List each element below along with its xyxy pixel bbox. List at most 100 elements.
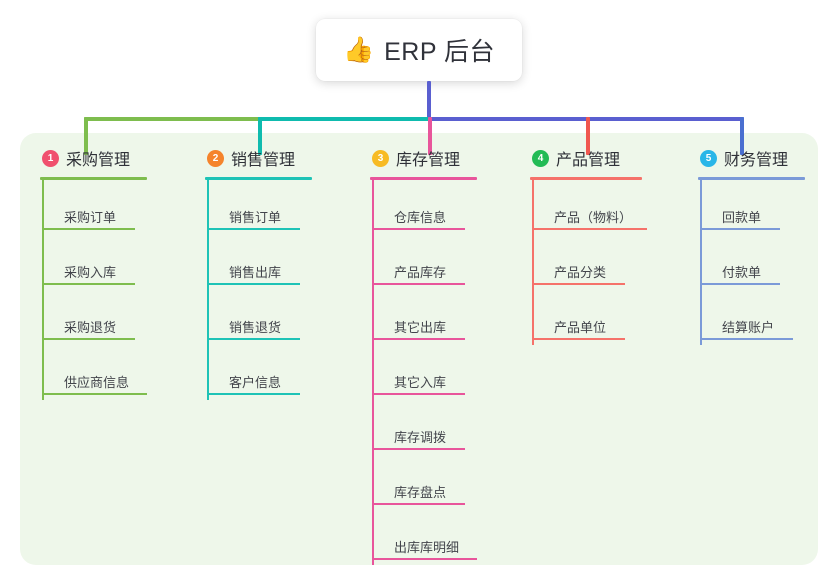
leaf-item-label: 回款单 xyxy=(722,210,762,225)
leaf-item[interactable]: 产品单位 xyxy=(530,290,642,345)
branch-spine xyxy=(700,180,702,345)
leaf-item[interactable]: 结算账户 xyxy=(698,290,805,345)
leaf-item-underline xyxy=(372,558,477,560)
branch-number-badge: 4 xyxy=(532,149,549,167)
branch-header-4[interactable]: 4 产品管理 xyxy=(530,146,642,170)
branches-panel xyxy=(20,133,818,565)
branch-underline xyxy=(205,177,312,180)
connector-drop-3 xyxy=(428,117,432,155)
branch-header-5[interactable]: 5 财务管理 xyxy=(698,146,805,170)
leaf-item-underline xyxy=(532,338,625,340)
leaf-item[interactable]: 出库库明细 xyxy=(370,510,477,565)
branch-title: 销售管理 xyxy=(231,152,296,169)
leaf-item-underline xyxy=(207,393,300,395)
leaf-item[interactable]: 库存调拨 xyxy=(370,400,477,455)
leaf-item-underline xyxy=(700,228,780,230)
leaf-item[interactable]: 其它入库 xyxy=(370,345,477,400)
root-title: ERP 后台 xyxy=(384,38,496,66)
leaf-item-underline xyxy=(372,393,465,395)
leaf-item-underline xyxy=(207,283,300,285)
leaf-item-label: 库存调拨 xyxy=(394,430,447,445)
branch-number-badge: 3 xyxy=(372,149,389,167)
branch-underline xyxy=(370,177,477,180)
connector-bus-teal xyxy=(258,117,430,121)
branch-number-badge: 5 xyxy=(700,149,717,167)
leaf-item[interactable]: 销售出库 xyxy=(205,235,312,290)
leaf-item-underline xyxy=(532,283,625,285)
leaf-item-label: 客户信息 xyxy=(229,375,282,390)
branch-spine xyxy=(207,180,209,400)
branch-underline xyxy=(698,177,805,180)
branch-column-5: 5 财务管理 回款单付款单结算账户 xyxy=(698,146,805,345)
branch-title: 库存管理 xyxy=(396,152,461,169)
branch-items-4: 产品（物料） 产品分类产品单位 xyxy=(530,180,647,345)
leaf-item[interactable]: 产品分类 xyxy=(530,235,642,290)
leaf-item-underline xyxy=(372,448,465,450)
leaf-item-underline xyxy=(207,228,300,230)
leaf-item[interactable]: 销售退货 xyxy=(205,290,312,345)
leaf-item-underline xyxy=(42,393,147,395)
leaf-item-label: 结算账户 xyxy=(722,320,775,335)
leaf-item[interactable]: 库存盘点 xyxy=(370,455,477,510)
branch-column-2: 2 销售管理 销售订单销售出库销售退货客户信息 xyxy=(205,146,312,400)
leaf-item-label: 仓库信息 xyxy=(394,210,447,225)
leaf-item-label: 采购退货 xyxy=(64,320,117,335)
connector-bus-green xyxy=(84,117,260,121)
branch-title: 采购管理 xyxy=(66,152,131,169)
leaf-item-underline xyxy=(700,283,780,285)
leaf-item[interactable]: 客户信息 xyxy=(205,345,312,400)
leaf-item[interactable]: 供应商信息 xyxy=(40,345,147,400)
leaf-item-underline xyxy=(372,283,465,285)
root-node[interactable]: 👍 ERP 后台 xyxy=(316,19,522,81)
leaf-item-label: 供应商信息 xyxy=(64,375,130,390)
leaf-item[interactable]: 回款单 xyxy=(698,180,805,235)
branch-number-badge: 2 xyxy=(207,149,224,167)
branch-number-badge: 1 xyxy=(42,149,59,167)
leaf-item-underline xyxy=(42,283,135,285)
branch-underline xyxy=(530,177,642,180)
branch-spine xyxy=(532,180,534,345)
leaf-item[interactable]: 采购订单 xyxy=(40,180,147,235)
connector-drop-2 xyxy=(258,117,262,155)
branch-items-3: 仓库信息产品库存其它出库其它入库库存调拨库存盘点出库库明细 xyxy=(370,180,477,565)
branch-column-4: 4 产品管理 产品（物料） 产品分类产品单位 xyxy=(530,146,647,345)
leaf-item[interactable]: 产品（物料） xyxy=(530,180,647,235)
branch-title: 财务管理 xyxy=(724,152,789,169)
connector-drop-4 xyxy=(586,117,590,155)
leaf-item-label: 销售出库 xyxy=(229,265,282,280)
branch-header-1[interactable]: 1 采购管理 xyxy=(40,146,147,170)
leaf-item-underline xyxy=(372,338,465,340)
branch-items-1: 采购订单采购入库采购退货供应商信息 xyxy=(40,180,147,400)
leaf-item-label: 销售订单 xyxy=(229,210,282,225)
branch-column-1: 1 采购管理 采购订单采购入库采购退货供应商信息 xyxy=(40,146,147,400)
leaf-item[interactable]: 仓库信息 xyxy=(370,180,477,235)
leaf-item[interactable]: 采购退货 xyxy=(40,290,147,345)
leaf-item-underline xyxy=(700,338,793,340)
branch-title: 产品管理 xyxy=(556,152,621,169)
leaf-item[interactable]: 付款单 xyxy=(698,235,805,290)
branch-spine xyxy=(372,180,374,565)
leaf-item-label: 产品分类 xyxy=(554,265,607,280)
branch-header-3[interactable]: 3 库存管理 xyxy=(370,146,477,170)
branch-underline xyxy=(40,177,147,180)
leaf-item-label: 付款单 xyxy=(722,265,762,280)
leaf-item-label: 采购入库 xyxy=(64,265,117,280)
leaf-item-underline xyxy=(532,228,647,230)
leaf-item-underline xyxy=(372,228,465,230)
leaf-item-label: 产品库存 xyxy=(394,265,447,280)
leaf-item[interactable]: 产品库存 xyxy=(370,235,477,290)
leaf-item-label: 其它入库 xyxy=(394,375,447,390)
leaf-item[interactable]: 销售订单 xyxy=(205,180,312,235)
leaf-item-label: 采购订单 xyxy=(64,210,117,225)
branch-items-2: 销售订单销售出库销售退货客户信息 xyxy=(205,180,312,400)
branch-header-2[interactable]: 2 销售管理 xyxy=(205,146,312,170)
leaf-item[interactable]: 其它出库 xyxy=(370,290,477,345)
leaf-item[interactable]: 采购入库 xyxy=(40,235,147,290)
leaf-item-underline xyxy=(42,338,135,340)
connector-drop-1 xyxy=(84,117,88,155)
leaf-item-underline xyxy=(42,228,135,230)
leaf-item-label: 库存盘点 xyxy=(394,485,447,500)
connector-drop-5 xyxy=(740,117,744,155)
leaf-item-label: 产品单位 xyxy=(554,320,607,335)
